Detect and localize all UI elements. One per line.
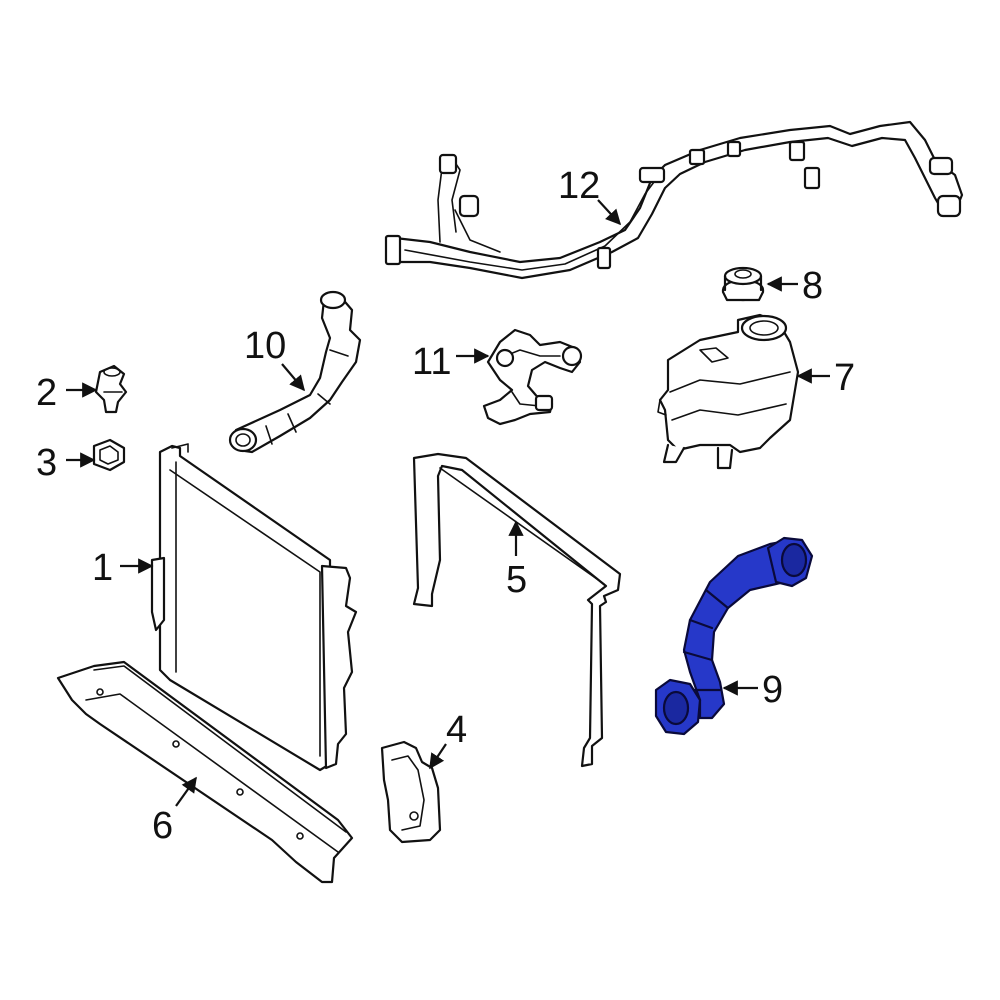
callout-2: 2: [36, 372, 57, 414]
leader-10: [281, 363, 305, 392]
callout-4: 4: [446, 709, 467, 751]
callout-6: 6: [152, 805, 173, 847]
leader-lines: [66, 199, 830, 807]
callout-labels: 1 2 3 4 5 6 7 8 9 10 11 12: [36, 165, 855, 847]
leader-6: [175, 776, 197, 807]
callout-11: 11: [412, 341, 451, 383]
part-8-reservoir-cap[interactable]: [721, 266, 765, 302]
callout-12: 12: [558, 165, 600, 207]
part-10-radiator-hose[interactable]: [228, 290, 362, 454]
callout-1: 1: [92, 547, 113, 589]
callout-7: 7: [834, 357, 855, 399]
part-12-hose-harness[interactable]: [384, 120, 964, 280]
callout-3: 3: [36, 442, 57, 484]
part-11-hose-assembly[interactable]: [482, 328, 583, 426]
part-5-shroud-frame[interactable]: [412, 452, 622, 768]
part-2-fastener[interactable]: [94, 364, 128, 414]
callout-8: 8: [802, 265, 823, 307]
part-7-expansion-tank[interactable]: [657, 313, 800, 470]
part-1-radiator[interactable]: [150, 443, 358, 772]
callout-5: 5: [506, 559, 527, 601]
leader-4: [429, 743, 447, 770]
part-6-lower-air-guide[interactable]: [56, 660, 354, 884]
part-4-deflector-bracket[interactable]: [380, 740, 442, 844]
part-9-lower-hose-highlighted[interactable]: [654, 536, 814, 736]
part-3-clip[interactable]: [92, 438, 126, 472]
leader-12: [597, 199, 622, 226]
callout-10: 10: [244, 325, 286, 367]
callout-9: 9: [762, 669, 783, 711]
